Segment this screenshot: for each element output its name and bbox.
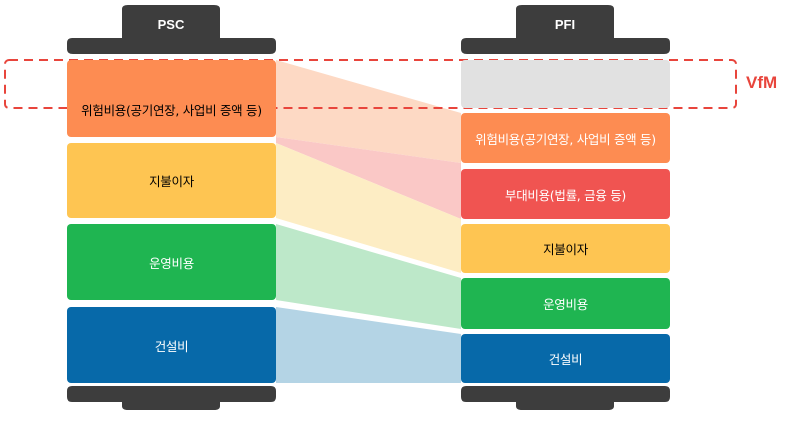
pfi-interest-label: 지불이자 <box>543 242 588 257</box>
psc-risk-cost: 위험비용(공기연장, 사업비 증액 등) <box>67 60 276 137</box>
flow-operation <box>276 224 461 329</box>
psc-interest-label: 지불이자 <box>149 174 194 189</box>
pfi-construction-cost-label: 건설비 <box>548 352 583 367</box>
pfi-risk-cost-label: 위험비용(공기연장, 사업비 증액 등) <box>475 131 656 147</box>
vfm-dashed-box <box>4 59 737 109</box>
pfi-top-cap <box>461 5 670 54</box>
psc-construction-cost: 건설비 <box>67 307 276 383</box>
pfi-ancillary-cost-label: 부대비용(법률, 금융 등) <box>505 187 626 203</box>
psc-top-cap <box>67 5 276 54</box>
psc-bottom-cap <box>67 386 276 410</box>
pfi-interest: 지불이자 <box>461 224 670 273</box>
flow-interest <box>276 143 461 273</box>
pfi-operation-cost: 운영비용 <box>461 278 670 329</box>
pfi-construction-cost: 건설비 <box>461 334 670 383</box>
pfi-label: PFI <box>554 16 576 32</box>
psc-operation-cost: 운영비용 <box>67 224 276 300</box>
psc-construction-cost-label: 건설비 <box>154 338 189 354</box>
flow-risk <box>276 60 461 163</box>
pfi-operation-cost-label: 운영비용 <box>543 297 588 312</box>
pfi-vfm-gap <box>461 60 670 108</box>
flow-fee <box>276 137 461 219</box>
flow-construction <box>276 307 461 383</box>
pfi-ancillary-cost: 부대비용(법률, 금융 등) <box>461 169 670 219</box>
psc-risk-cost-label: 위험비용(공기연장, 사업비 증액 등) <box>81 103 262 118</box>
psc-operation-cost-label: 운영비용 <box>149 255 194 271</box>
psc-interest: 지불이자 <box>67 143 276 218</box>
pfi-bottom-cap <box>461 386 670 410</box>
pfi-risk-cost: 위험비용(공기연장, 사업비 증액 등) <box>461 113 670 163</box>
vfm-label: VfM <box>746 73 778 92</box>
psc-label: PSC <box>157 16 185 32</box>
